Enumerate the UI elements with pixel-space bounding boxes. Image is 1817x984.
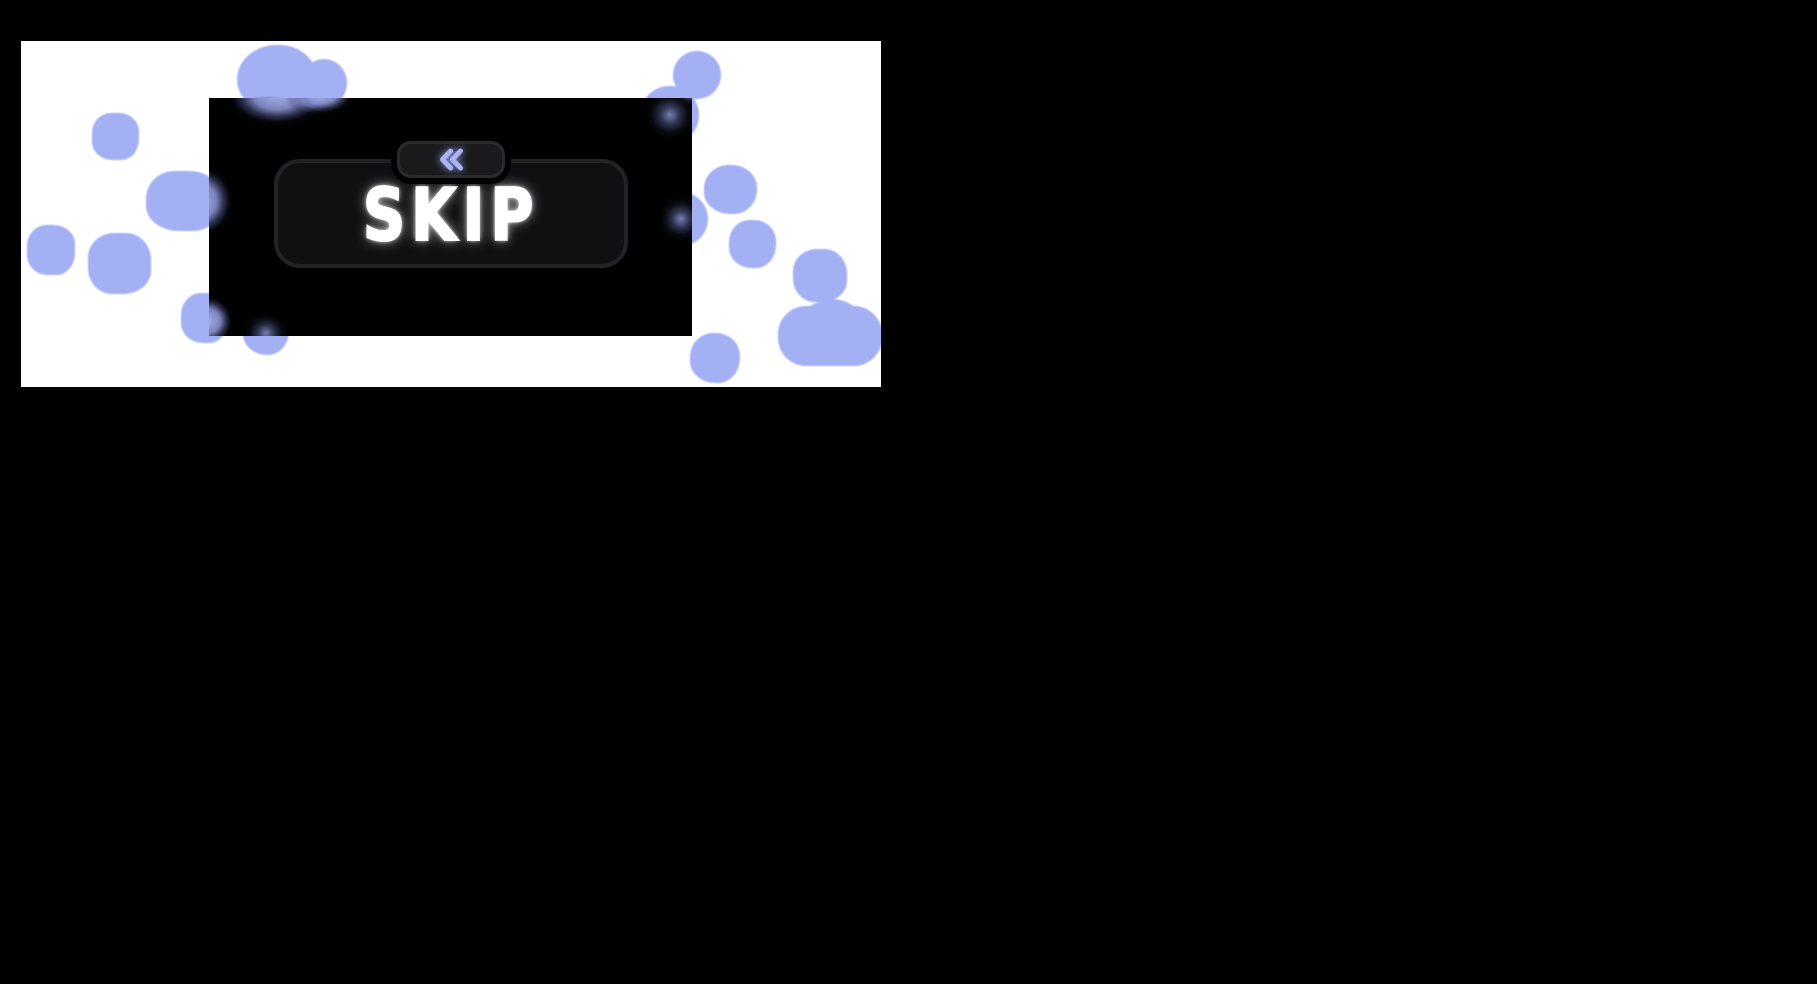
- paint-blob-glow: [289, 98, 359, 118]
- paint-blob-glow: [232, 302, 300, 336]
- paint-blob: [729, 220, 776, 268]
- paint-blob: [27, 225, 75, 275]
- paint-blob: [146, 171, 221, 231]
- paint-blob-glow: [632, 98, 692, 153]
- canvas-card: SKIP: [21, 41, 881, 387]
- paint-blob: [704, 165, 757, 214]
- paint-blob-glow: [209, 159, 239, 243]
- skip-button-label: SKIP: [362, 172, 540, 258]
- paint-blob: [793, 249, 847, 302]
- paint-blob: [92, 113, 139, 160]
- paint-blob-glow: [674, 314, 692, 336]
- paint-blob: [88, 233, 151, 294]
- paint-blob-glow: [646, 184, 692, 254]
- rewind-tab[interactable]: [397, 141, 505, 178]
- double-left-chevron-icon: [439, 148, 463, 171]
- paint-blob: [690, 333, 740, 383]
- paint-blob: [807, 299, 857, 331]
